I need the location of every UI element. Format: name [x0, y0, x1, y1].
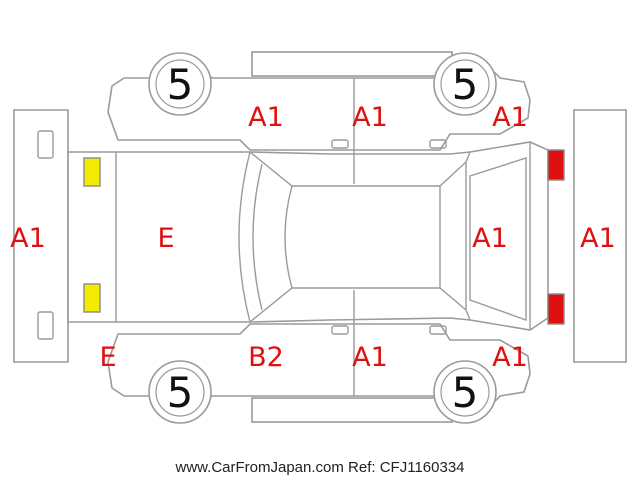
code-rear-left-quarter: A1 — [492, 342, 528, 373]
code-rear-bumper: A1 — [580, 223, 616, 254]
rear-right-lamp — [547, 293, 565, 325]
front-left-lamp — [83, 157, 101, 187]
reference-footer: www.CarFromJapan.com Ref: CFJ1160334 — [175, 459, 465, 476]
front-bumper — [13, 109, 69, 363]
wheel-front-right-grade: 5 — [167, 368, 194, 417]
code-rear-left-door: A1 — [352, 342, 388, 373]
code-front-left-door: B2 — [248, 342, 284, 373]
rear-bumper — [573, 109, 627, 363]
code-front-bumper: A1 — [10, 223, 46, 254]
wheel-rear-left: 5 — [433, 52, 497, 116]
code-rear-right-quarter: A1 — [492, 102, 528, 133]
wheel-rear-right-grade: 5 — [452, 368, 479, 417]
code-trunk: A1 — [472, 223, 508, 254]
wheel-rear-right: 5 — [433, 360, 497, 424]
wheel-rear-left-grade: 5 — [452, 60, 479, 109]
code-hood: E — [157, 223, 174, 254]
code-front-right-door: A1 — [248, 102, 284, 133]
wheel-front-left: 5 — [148, 52, 212, 116]
wheel-front-left-grade: 5 — [167, 60, 194, 109]
rear-left-lamp — [547, 149, 565, 181]
wheel-front-right: 5 — [148, 360, 212, 424]
code-rear-right-door: A1 — [352, 102, 388, 133]
code-front-left-fender: E — [99, 342, 116, 373]
front-right-lamp — [83, 283, 101, 313]
